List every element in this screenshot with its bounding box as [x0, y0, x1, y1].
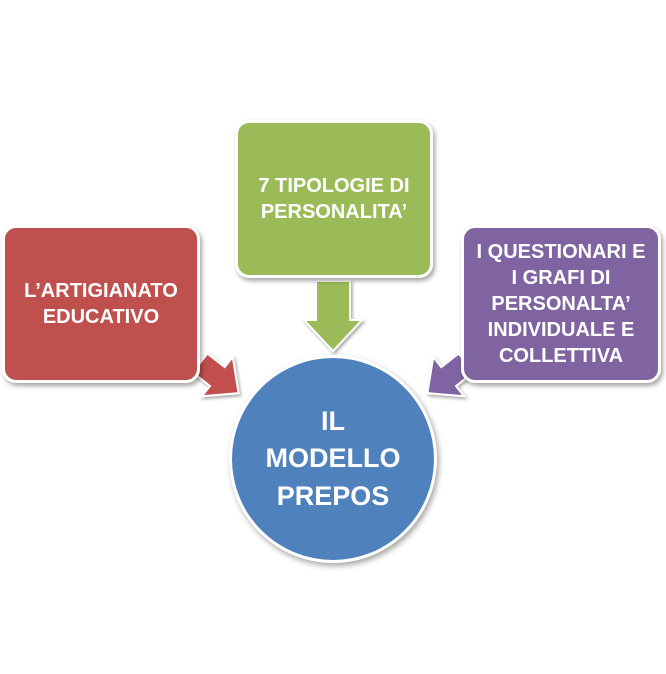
node-artigianato-educativo-label: L’ARTIGIANATO EDUCATIVO — [24, 280, 178, 328]
center-modello-prepos-label: IL MODELLO PREPOS — [265, 406, 401, 511]
node-artigianato-educativo: L’ARTIGIANATO EDUCATIVO — [2, 225, 200, 383]
node-tipologie-personalita-label: 7 TIPOLOGIE DI PERSONALITA’ — [258, 175, 410, 223]
node-questionari-grafi-label: I QUESTIONARI E I GRAFI DI PERSONALTA’ I… — [476, 241, 646, 367]
center-modello-prepos: IL MODELLO PREPOS — [229, 355, 437, 563]
arrow-top-to-center — [301, 280, 365, 353]
node-questionari-grafi: I QUESTIONARI E I GRAFI DI PERSONALTA’ I… — [461, 225, 661, 383]
node-tipologie-personalita: 7 TIPOLOGIE DI PERSONALITA’ — [235, 120, 433, 278]
